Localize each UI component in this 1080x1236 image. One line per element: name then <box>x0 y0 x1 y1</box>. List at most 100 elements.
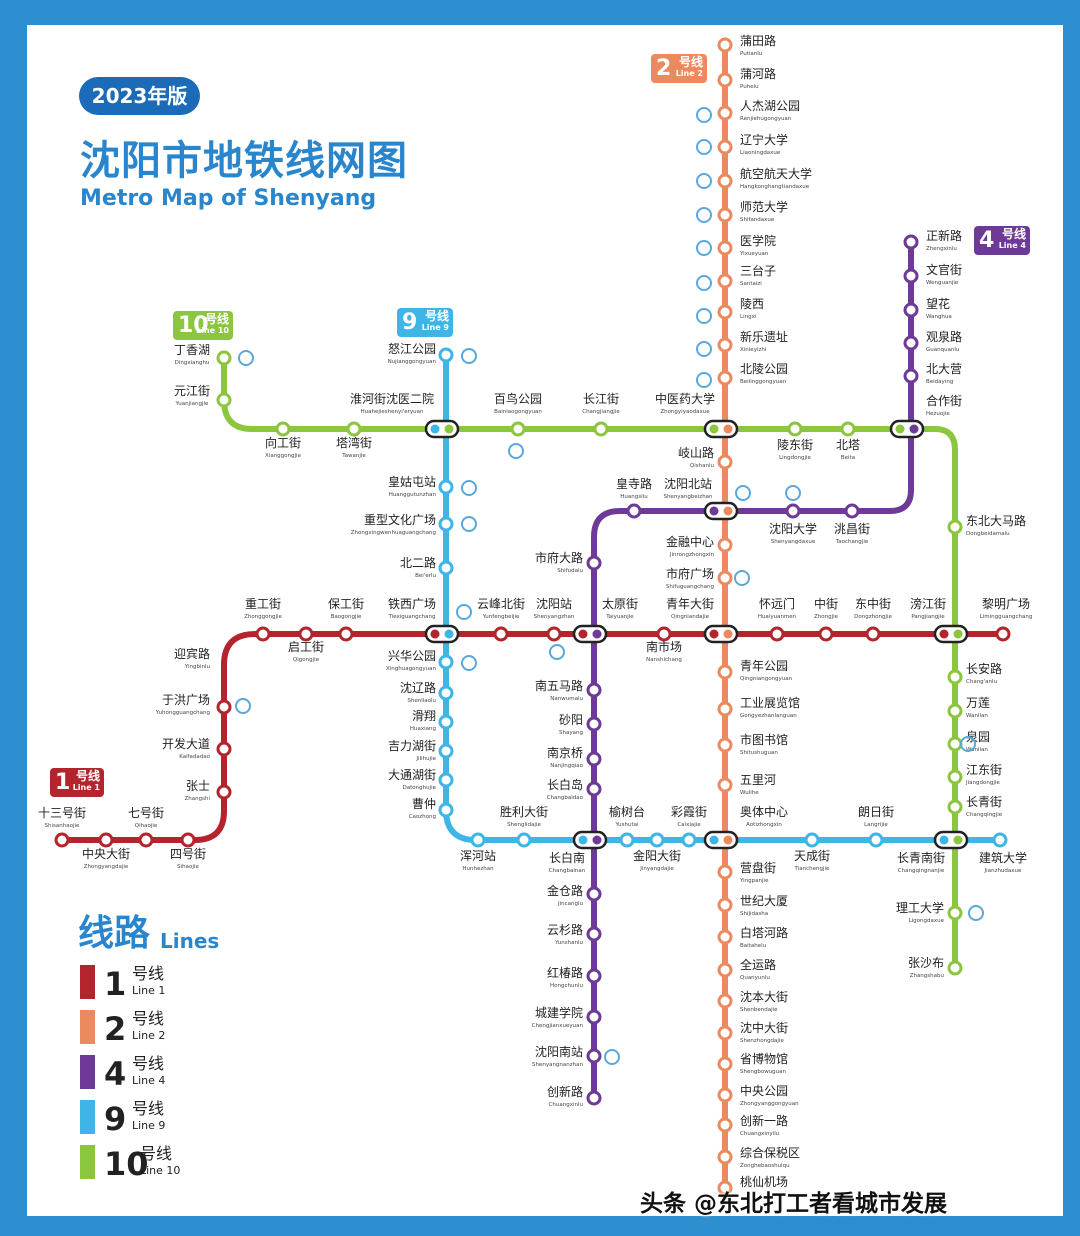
station-dot[interactable] <box>275 421 291 437</box>
station-dot[interactable] <box>947 519 963 535</box>
station-dot[interactable] <box>54 832 70 848</box>
station-dot[interactable] <box>717 72 733 88</box>
station-dot[interactable] <box>717 337 733 353</box>
station-dot[interactable] <box>769 626 785 642</box>
station-dot[interactable] <box>717 240 733 256</box>
station-dot[interactable] <box>346 421 362 437</box>
station-dot[interactable] <box>717 701 733 717</box>
station-dot[interactable] <box>717 37 733 53</box>
station-dot[interactable] <box>717 537 733 553</box>
station-dot[interactable] <box>717 897 733 913</box>
station-dot[interactable] <box>717 993 733 1009</box>
station-dot[interactable] <box>947 799 963 815</box>
station-dot[interactable] <box>717 139 733 155</box>
station-dot[interactable] <box>717 737 733 753</box>
station-dot[interactable] <box>947 669 963 685</box>
station-dot[interactable] <box>868 832 884 848</box>
station-dot[interactable] <box>656 626 672 642</box>
station-dot[interactable] <box>626 503 642 519</box>
station-dot[interactable] <box>717 1149 733 1165</box>
station-dot[interactable] <box>98 832 114 848</box>
station-dot[interactable] <box>593 421 609 437</box>
station-dot[interactable] <box>903 268 919 284</box>
station-dot[interactable] <box>586 1009 602 1025</box>
station-dot[interactable] <box>903 368 919 384</box>
station-dot[interactable] <box>992 832 1008 848</box>
station-dot[interactable] <box>216 350 232 366</box>
station-dot[interactable] <box>947 960 963 976</box>
station-dot[interactable] <box>717 1180 733 1196</box>
station-dot[interactable] <box>138 832 154 848</box>
station-dot[interactable] <box>717 1117 733 1133</box>
station-dot[interactable] <box>903 234 919 250</box>
station-dot[interactable] <box>649 832 665 848</box>
station-l2-31[interactable]: 桃仙机场 <box>717 1174 788 1196</box>
station-dot[interactable] <box>438 479 454 495</box>
station-dot[interactable] <box>717 454 733 470</box>
station-dot[interactable] <box>840 421 856 437</box>
station-dot[interactable] <box>844 503 860 519</box>
station-dot[interactable] <box>586 555 602 571</box>
station-dot[interactable] <box>586 1048 602 1064</box>
station-dot[interactable] <box>717 273 733 289</box>
station-dot[interactable] <box>903 302 919 318</box>
